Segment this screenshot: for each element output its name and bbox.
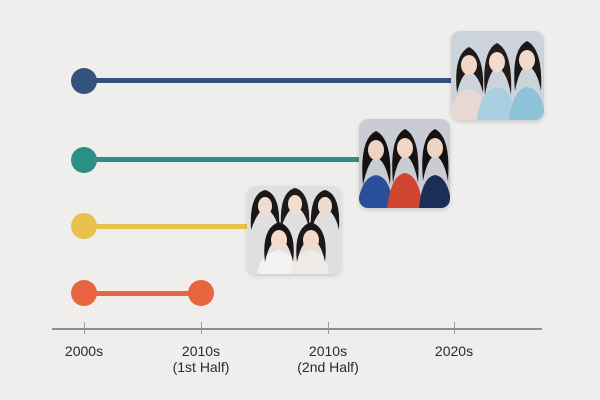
axis-label-2010s-second-half: 2010s (2nd Half) (273, 343, 383, 375)
axis-tick (454, 322, 455, 334)
timeline-start-dot (71, 280, 97, 306)
axis-label-2000s: 2000s (29, 343, 139, 359)
group-photo-four-members (451, 31, 544, 120)
timeline-start-dot (71, 147, 97, 173)
axis-label-2020s: 2020s (399, 343, 509, 359)
timeline-axis (52, 328, 542, 330)
axis-label-line2: (1st Half) (172, 359, 230, 375)
axis-tick (328, 322, 329, 334)
timeline-bar (84, 157, 366, 162)
axis-label-line2: (2nd Half) (297, 359, 359, 375)
timeline-bar (84, 224, 254, 229)
axis-tick (84, 322, 85, 334)
axis-label-2010s-first-half: 2010s (1st Half) (146, 343, 256, 375)
timeline-start-dot (71, 213, 97, 239)
group-photo-three-members (359, 119, 450, 208)
timeline-bar (84, 78, 460, 83)
group-photo-five-members (247, 186, 341, 274)
axis-tick (201, 322, 202, 334)
timeline-end-dot (188, 280, 214, 306)
axis-label-line1: 2010s (308, 343, 348, 359)
axis-label-line1: 2020s (434, 343, 474, 359)
timeline-bar (84, 291, 202, 296)
axis-label-line1: 2000s (64, 343, 104, 359)
timeline-start-dot (71, 68, 97, 94)
axis-label-line1: 2010s (181, 343, 221, 359)
